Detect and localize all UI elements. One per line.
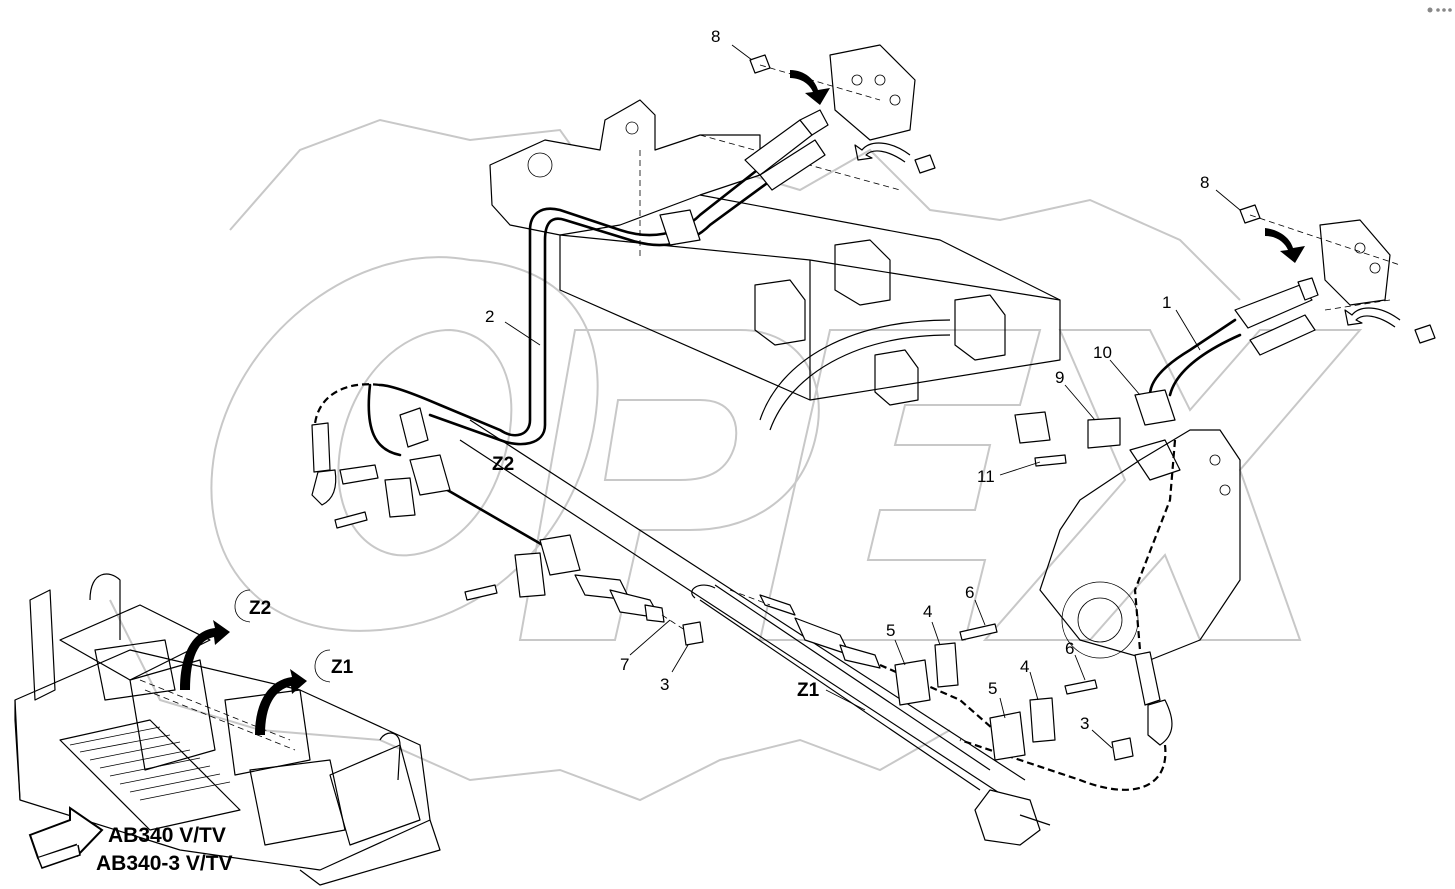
view-label-z2-main: Z2 [492,454,514,475]
hose-2 [311,109,829,506]
callout-10: 10 [1093,343,1112,362]
watermark-logo [109,118,1363,802]
view-label-z2-detail: Z2 [249,598,271,619]
lower-hose-run [428,478,1001,736]
leader-lines [504,44,1241,749]
clamps [334,54,1436,761]
view-label-z1-detail: Z1 [331,657,354,678]
model-line-2: AB340-3 V/TV [96,852,233,875]
callout-8b: 8 [1200,173,1209,192]
right-bracket [1039,429,1241,661]
callout-6a: 6 [965,583,974,602]
callout-4a: 4 [923,602,932,621]
callout-5b: 5 [988,679,997,698]
view-labels: Z2 Z1 Z2 Z1 [249,454,820,701]
callout-4b: 4 [1020,657,1029,676]
callout-11: 11 [977,467,995,486]
callout-3b: 3 [1080,714,1089,733]
callout-2: 2 [485,307,494,326]
callout-5a: 5 [886,621,895,640]
dots-menu-icon[interactable] [1427,7,1452,13]
model-line-1: AB340 V/TV [108,824,226,847]
fit-arrows [790,70,1401,328]
direction-arrow-icon [28,806,104,869]
callout-7: 7 [620,655,629,674]
callout-6b: 6 [1065,639,1074,658]
view-label-z1-main: Z1 [797,680,820,701]
model-designation: AB340 V/TV AB340-3 V/TV [96,824,233,875]
view-arrows [180,589,331,735]
callout-1: 1 [1162,293,1171,312]
upper-frame [489,44,1391,431]
callout-9: 9 [1055,368,1064,387]
callout-8a: 8 [711,27,720,46]
lower-tube [459,419,1051,846]
hose-1 [959,277,1319,791]
callout-labels: 8 8 1 2 10 9 11 6 4 5 6 7 4 3 5 3 [485,27,1209,733]
callout-3a: 3 [660,675,669,694]
